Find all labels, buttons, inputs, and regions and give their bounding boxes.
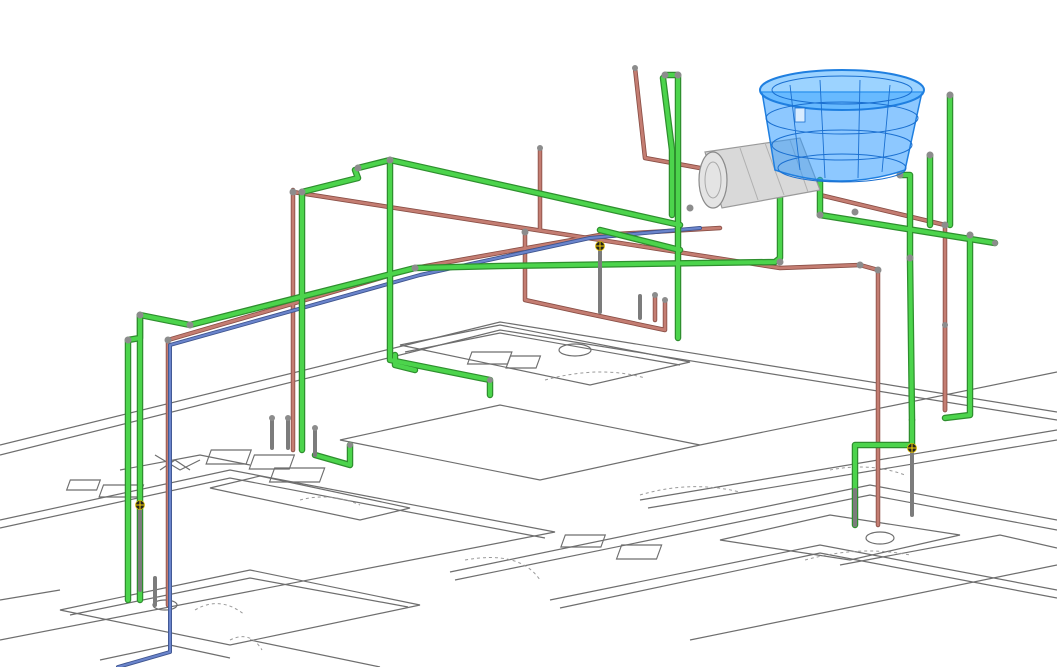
supply-line	[116, 226, 702, 667]
water-tank-icon	[759, 69, 925, 183]
floor-plan-door-swings	[194, 371, 911, 651]
pipe-fittings	[124, 65, 998, 448]
risers	[138, 246, 914, 607]
valve-icon	[135, 241, 917, 510]
floor-plan	[0, 321, 1057, 667]
cold-water-pipes	[124, 71, 999, 604]
